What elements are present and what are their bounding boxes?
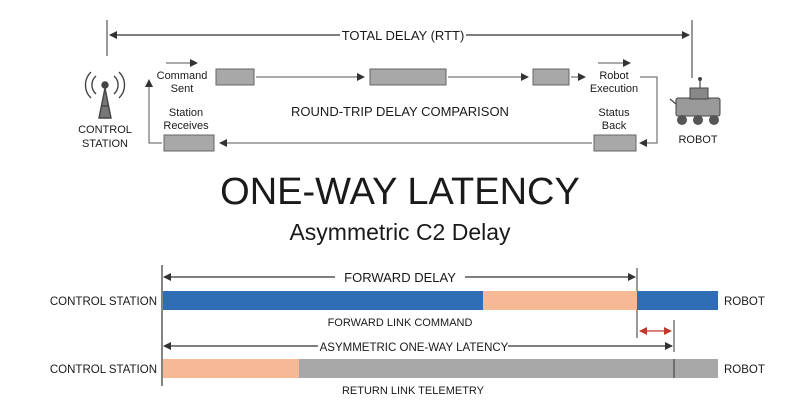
forward-command-segment: [163, 291, 483, 310]
forward-delay-label: FORWARD DELAY: [344, 270, 456, 285]
robot-execution-label-1: Robot: [599, 70, 628, 82]
forward-flow: Command Sent Robot Execution: [157, 59, 658, 147]
asymmetric-latency-span: ASYMMETRIC ONE-WAY LATENCY: [163, 342, 673, 354]
station-receives-label-2: Receives: [163, 120, 209, 132]
asymmetric-latency-label: ASYMMETRIC ONE-WAY LATENCY: [320, 342, 509, 354]
command-sent-label-2: Sent: [171, 83, 194, 95]
control-station-label-line2: STATION: [82, 138, 128, 150]
command-sent-label-1: Command: [157, 70, 208, 82]
forward-right-robot: ROBOT: [724, 296, 765, 308]
subtitle: Asymmetric C2 Delay: [289, 219, 511, 245]
forward-left-station: CONTROL STATION: [50, 296, 157, 308]
return-flow: Status Back Station Receives: [145, 79, 637, 152]
station-receives-label-1: Station: [169, 107, 203, 119]
return-link-label: RETURN LINK TELEMETRY: [342, 385, 485, 397]
antenna-icon: [84, 71, 126, 119]
asymmetry-difference: [639, 320, 675, 352]
forward-link-label: FORWARD LINK COMMAND: [328, 317, 473, 329]
return-latency-segment: [163, 359, 299, 378]
status-block: [593, 134, 637, 152]
packet-block-2: [369, 68, 447, 86]
forward-latency-segment: [483, 291, 637, 310]
comparison-title: ROUND-TRIP DELAY COMPARISON: [291, 104, 509, 119]
total-delay-span: TOTAL DELAY (RTT): [106, 20, 693, 78]
status-back-label-1: Status: [598, 107, 630, 119]
packet-block-3: [532, 68, 570, 86]
status-back-label-2: Back: [602, 120, 627, 132]
return-left-station: CONTROL STATION: [50, 364, 157, 376]
packet-block-1: [215, 68, 255, 86]
main-title: ONE-WAY LATENCY: [220, 171, 580, 213]
return-telemetry-segment: [299, 359, 674, 378]
robot-icon: [669, 77, 721, 125]
station-receives-block: [163, 134, 215, 152]
forward-tail-segment: [637, 291, 718, 310]
robot-label: ROBOT: [678, 134, 717, 146]
control-station-label-line1: CONTROL: [78, 124, 132, 136]
return-right-robot: ROBOT: [724, 364, 765, 376]
return-tail-segment: [674, 359, 718, 378]
total-delay-label: TOTAL DELAY (RTT): [342, 28, 465, 43]
robot-execution-label-2: Execution: [590, 83, 638, 95]
